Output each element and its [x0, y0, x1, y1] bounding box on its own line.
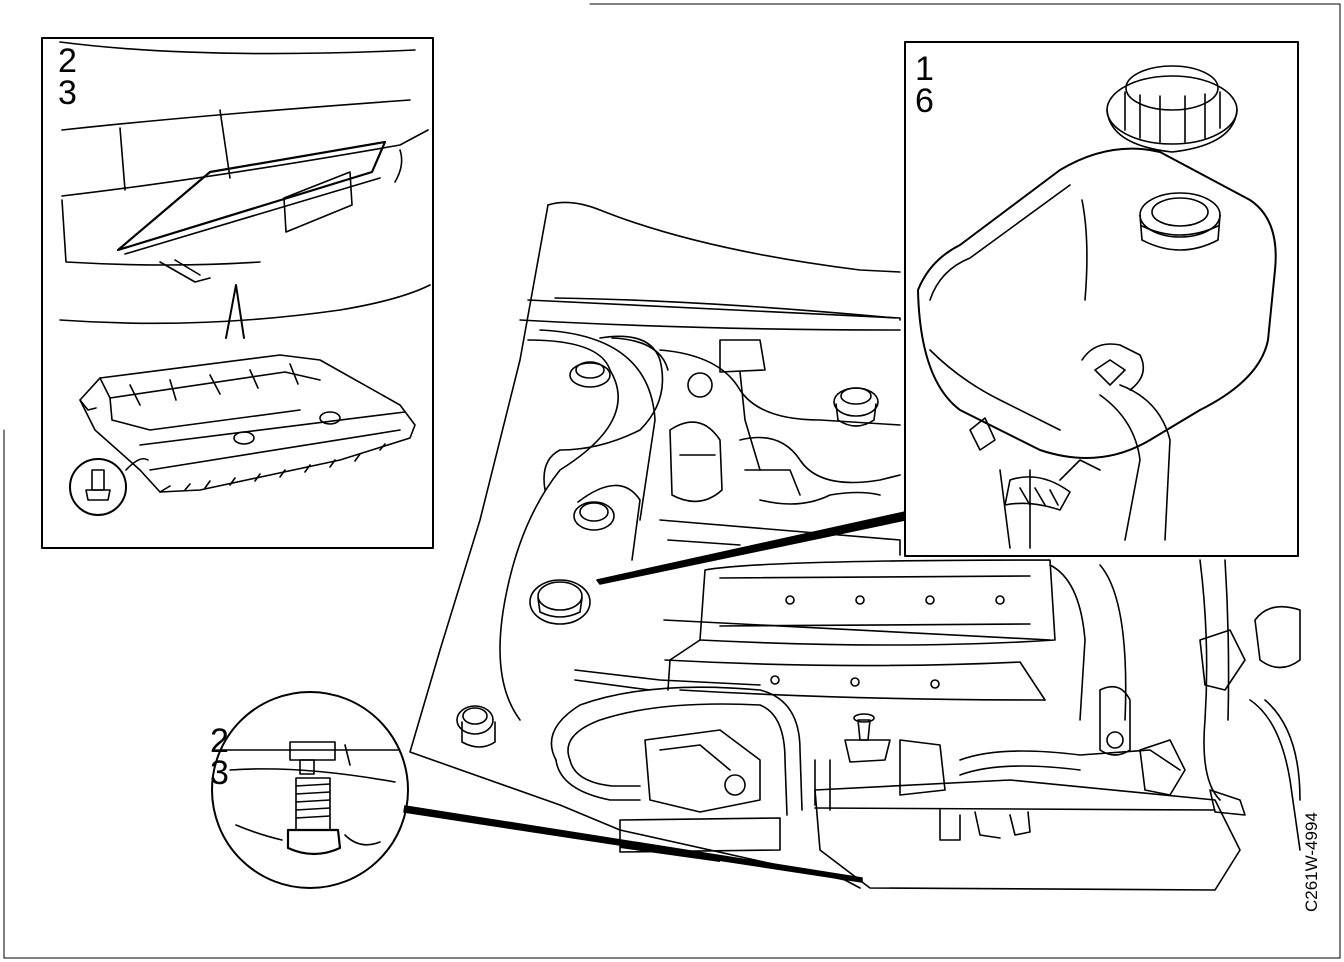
callout-top-left-1: 2 [58, 42, 77, 80]
page-frame [3, 3, 1341, 959]
engine-bay [409, 201, 1301, 891]
callout-bottom-left-1: 2 [210, 722, 229, 760]
detail-expansion-tank [904, 41, 1299, 557]
detail-underbody-shield [41, 37, 434, 549]
callout-top-right-1: 1 [915, 50, 934, 88]
callout-bottom-left-2: 3 [210, 754, 229, 792]
callout-top-right-2: 6 [915, 82, 934, 120]
leader-wedges [403, 511, 906, 883]
figure-code: C261W-4994 [1302, 812, 1321, 912]
detail-drain-plug [211, 691, 409, 889]
callout-top-left-2: 3 [58, 74, 77, 112]
